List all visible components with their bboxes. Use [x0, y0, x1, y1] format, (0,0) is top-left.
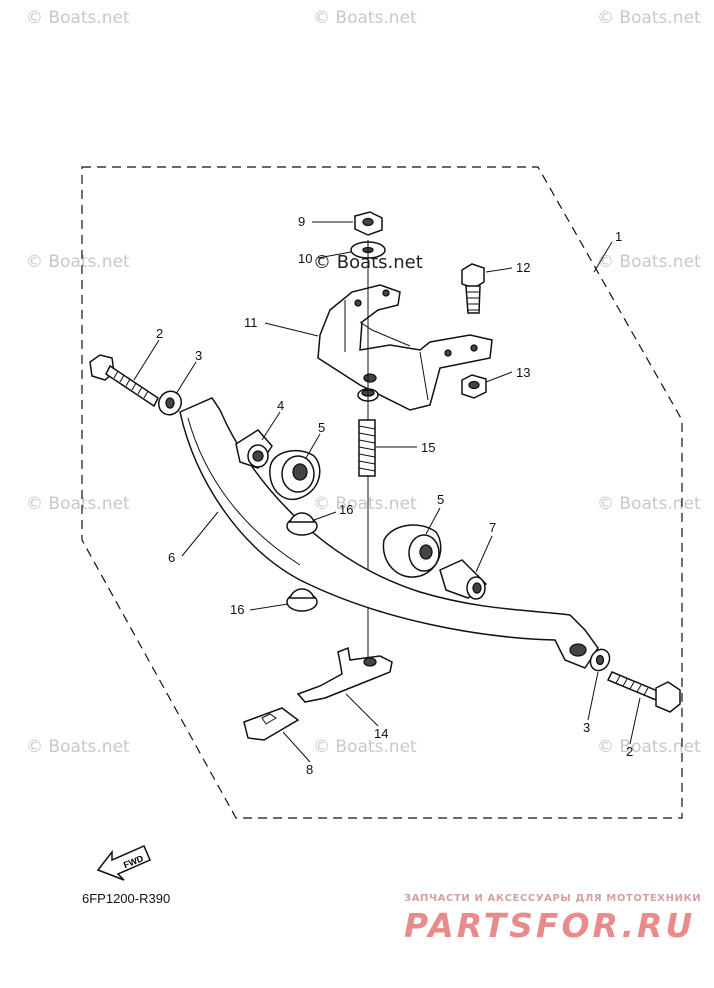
- watermark-top-left: © Boats.net: [26, 8, 130, 28]
- diagram-code: 6FP1200-R390: [82, 891, 171, 906]
- part-2-bolt-left[interactable]: [89, 354, 159, 408]
- part-7-collar[interactable]: [439, 559, 488, 600]
- callout-12: 12: [516, 260, 530, 275]
- watermark-lower-right: © Boats.net: [597, 494, 701, 514]
- part-11-bracket[interactable]: [317, 284, 493, 411]
- callout-8: 8: [306, 762, 313, 777]
- fwd-arrow-icon: FWD: [96, 845, 151, 881]
- watermark-lower-center: © Boats.net: [313, 494, 417, 514]
- callout-16-lower: 16: [230, 602, 244, 617]
- callout-6: 6: [168, 550, 175, 565]
- leader-5-upper: [305, 433, 321, 459]
- callout-2-left: 2: [156, 326, 163, 341]
- leader-13: [485, 371, 513, 383]
- callout-10: 10: [298, 251, 312, 266]
- part-14-plate[interactable]: [296, 646, 393, 703]
- leader-1: [593, 241, 613, 273]
- leader-10: [317, 251, 352, 259]
- watermark-mid-right: © Boats.net: [597, 252, 701, 272]
- watermark-top-right: © Boats.net: [597, 8, 701, 28]
- callout-13: 13: [516, 365, 530, 380]
- callout-3-right: 3: [583, 720, 590, 735]
- leader-2-left: [133, 339, 160, 381]
- callout-14: 14: [374, 726, 388, 741]
- leader-8: [282, 731, 311, 763]
- leader-5-lower: [425, 507, 441, 535]
- part-16-cap-upper[interactable]: [286, 512, 318, 536]
- leader-16-upper: [313, 511, 337, 521]
- leader-16-lower: [249, 603, 289, 611]
- leader-4: [261, 411, 281, 441]
- watermark-lower-left: © Boats.net: [26, 494, 130, 514]
- part-12-bolt[interactable]: [461, 263, 485, 314]
- callout-15: 15: [421, 440, 435, 455]
- part-16-cap-lower[interactable]: [286, 588, 318, 612]
- part-5-rubber-mount-upper[interactable]: [269, 449, 321, 501]
- callout-5-lower: 5: [437, 492, 444, 507]
- callout-5-upper: 5: [318, 420, 325, 435]
- watermark-top-center: © Boats.net: [313, 8, 417, 28]
- part-3-washer-right[interactable]: [587, 646, 614, 674]
- watermark-bottom-left: © Boats.net: [26, 737, 130, 757]
- callout-4: 4: [277, 398, 284, 413]
- watermark-bottom-right: © Boats.net: [597, 737, 701, 757]
- part-5-rubber-mount-lower[interactable]: [382, 524, 442, 578]
- leader-7: [475, 535, 493, 573]
- watermark-mid-left: © Boats.net: [26, 252, 130, 272]
- callout-3-left: 3: [195, 348, 202, 363]
- leader-14: [345, 693, 379, 727]
- ru-logo: PARTSFOR.RU: [404, 906, 696, 945]
- part-4-collar[interactable]: [235, 429, 273, 469]
- assembly-boundary: [81, 166, 683, 819]
- part-15-stud[interactable]: [358, 419, 376, 477]
- callout-16-upper: 16: [339, 502, 353, 517]
- part-13-nut[interactable]: [461, 374, 487, 399]
- callout-9: 9: [298, 214, 305, 229]
- callout-7: 7: [489, 520, 496, 535]
- ru-tagline: ЗАПЧАСТИ И АКСЕССУАРЫ ДЛЯ МОТОТЕХНИКИ: [404, 893, 702, 904]
- leader-3-left: [175, 361, 197, 395]
- watermark-bottom-center: © Boats.net: [313, 737, 417, 757]
- leader-6: [181, 511, 219, 557]
- leader-12: [485, 267, 513, 273]
- part-8-block[interactable]: [243, 707, 300, 741]
- leader-3-right: [587, 671, 599, 721]
- part-2-bolt-right[interactable]: [606, 671, 681, 713]
- leader-11: [264, 322, 319, 337]
- leader-2-right: [629, 697, 641, 745]
- part-9-nut[interactable]: [354, 211, 383, 236]
- callout-11: 11: [244, 315, 258, 330]
- callout-2-right: 2: [626, 744, 633, 759]
- callout-1: 1: [615, 229, 622, 244]
- part-3-washer-left[interactable]: [154, 387, 185, 419]
